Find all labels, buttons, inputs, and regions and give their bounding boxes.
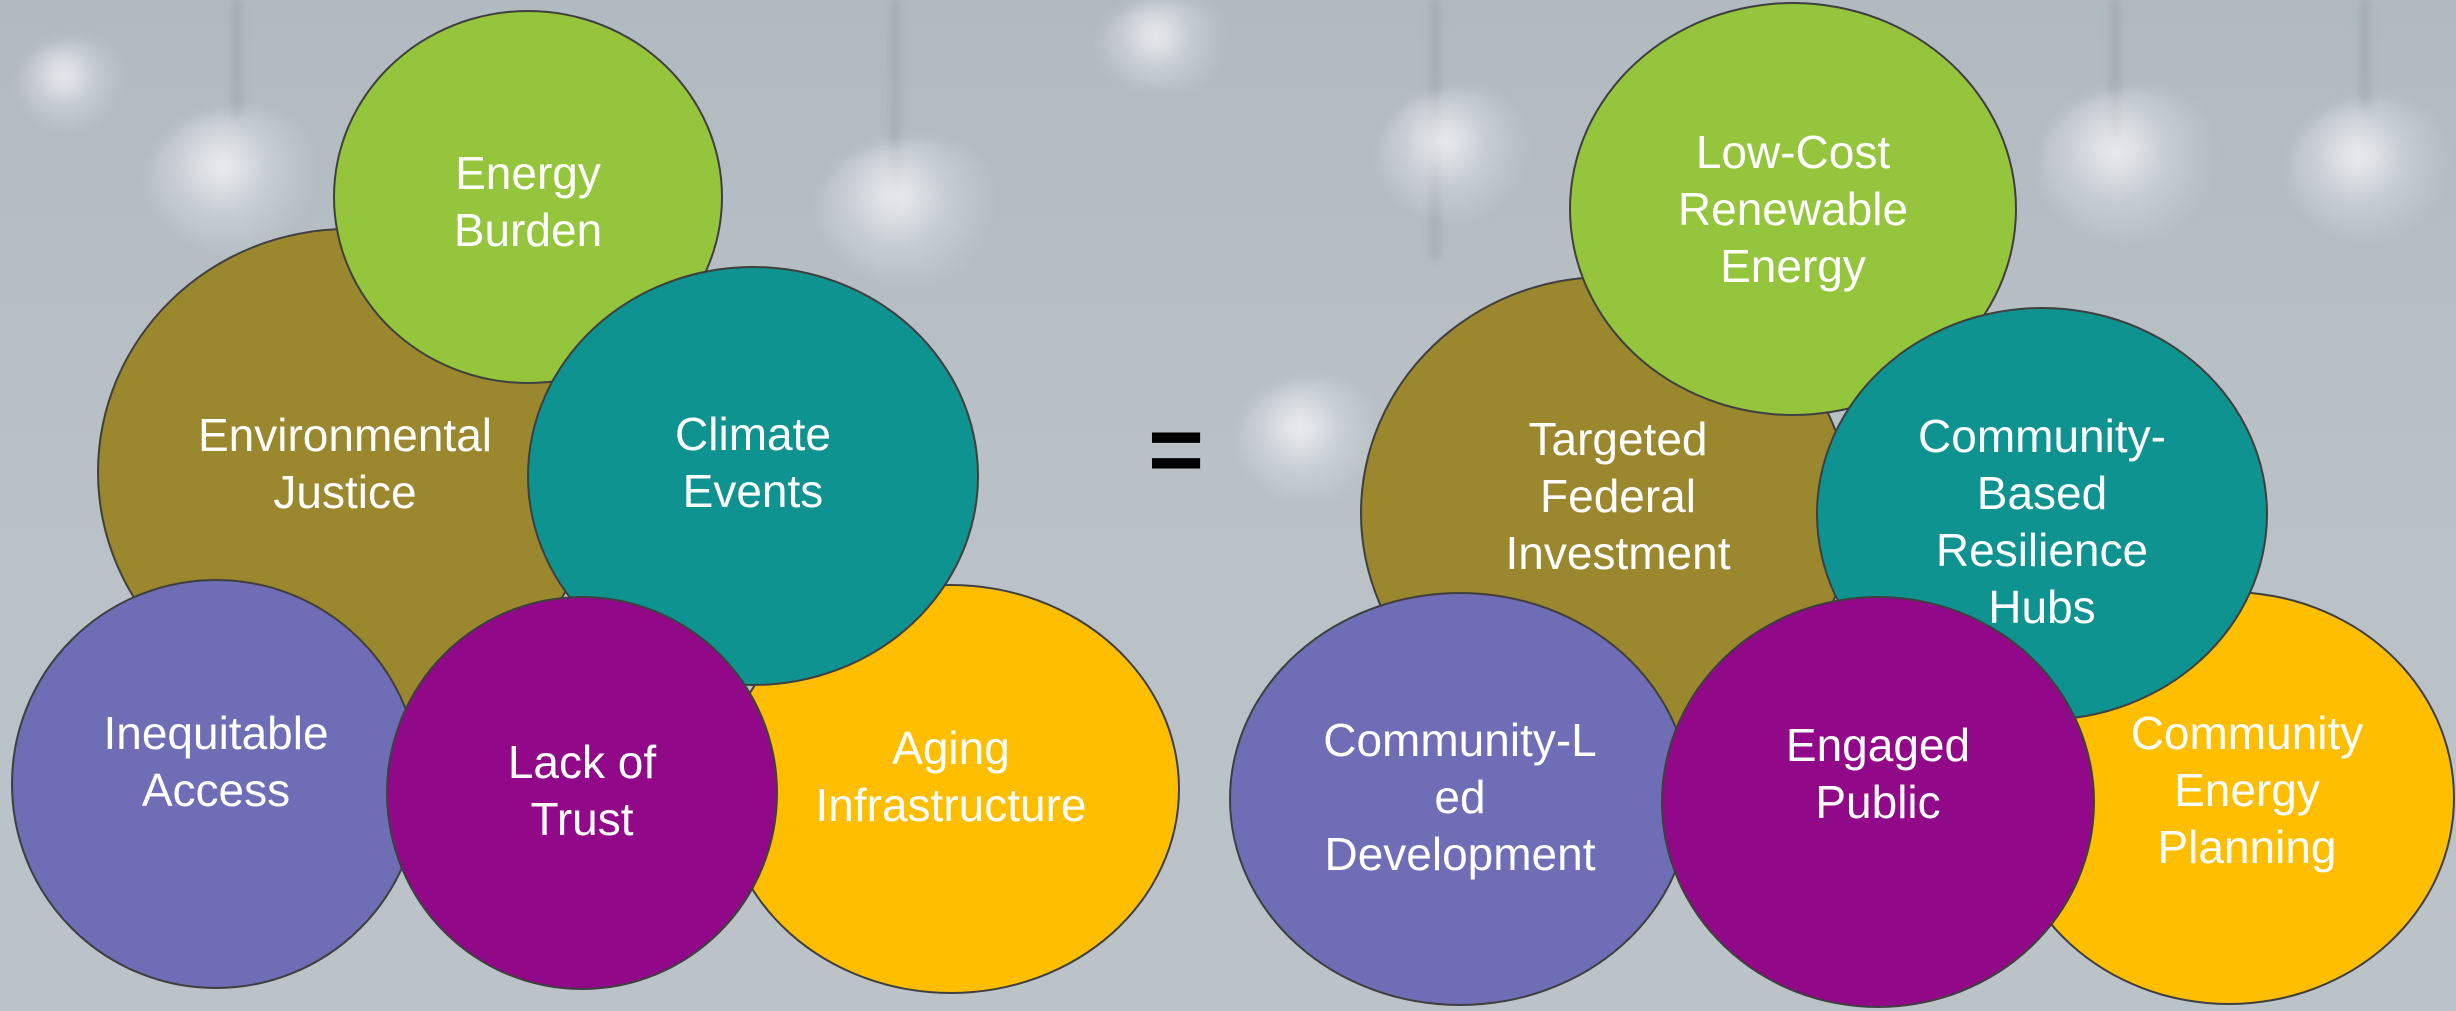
energy-burden-label: Energy Burden [453, 147, 603, 256]
aging-infrastructure-label: Aging Infrastructure [815, 722, 1087, 831]
bulb-cord [890, 0, 900, 210]
inequitable-access-circle: Inequitable Access [11, 579, 421, 989]
bulb-glow [2040, 90, 2230, 240]
bulb-glow [20, 40, 130, 130]
bulb-glow [1100, 0, 1240, 90]
bulb-cord [232, 0, 242, 120]
bulb-glow [150, 110, 330, 250]
bulb-glow [2290, 100, 2456, 240]
targeted-federal-investment-label: Targeted Federal Investment [1505, 412, 1731, 579]
bulb-cord [2110, 0, 2120, 150]
bulb-cord [2360, 0, 2370, 110]
environmental-justice-label: Environmental Justice [197, 409, 493, 518]
community-led-development-label: Community-L ed Development [1323, 714, 1597, 880]
lack-of-trust-label: Lack of Trust [507, 736, 657, 845]
bulb-glow [1380, 90, 1540, 220]
lack-of-trust-circle: Lack of Trust [386, 596, 778, 990]
community-energy-planning-label: Community Energy Planning [2130, 706, 2364, 873]
engaged-public-circle: Engaged Public [1661, 596, 2095, 1008]
bulb-glow [820, 140, 1010, 280]
climate-events-label: Climate Events [675, 408, 831, 517]
inequitable-access-label: Inequitable Access [103, 707, 329, 816]
low-cost-renewable-energy-label: Low-Cost Renewable Energy [1677, 125, 1909, 292]
equals-sign: = [1147, 396, 1205, 503]
community-led-development-circle: Community-L ed Development [1229, 592, 1691, 1006]
engaged-public-label: Engaged Public [1785, 719, 1971, 828]
community-based-resilience-hubs-label: Community- Based Resilience Hubs [1918, 410, 2166, 633]
